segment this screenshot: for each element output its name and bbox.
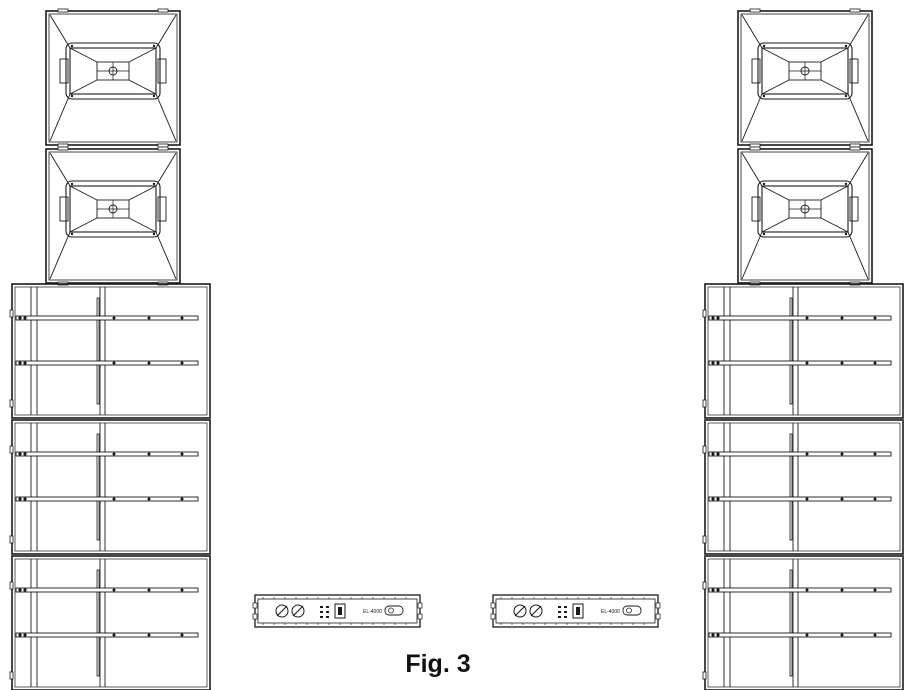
figure-caption: Fig. 3 bbox=[405, 650, 471, 678]
amplifier-1: EL-4000 bbox=[252, 594, 423, 628]
left-speaker-stack bbox=[9, 8, 211, 690]
right-sub-cabinet-1 bbox=[702, 283, 904, 419]
left-sub-cabinet-1 bbox=[9, 283, 211, 419]
right-sub-cabinet-3 bbox=[702, 555, 904, 690]
right-top-cabinet-2 bbox=[737, 146, 873, 286]
right-sub-cabinet-2 bbox=[702, 419, 904, 555]
amplifier-model-label: EL-4000 bbox=[601, 609, 620, 615]
right-speaker-stack bbox=[702, 8, 904, 690]
amplifier-model-label: EL-4000 bbox=[363, 609, 382, 615]
amplifier-2: EL-4000 bbox=[490, 594, 661, 628]
left-top-cabinet-1 bbox=[45, 8, 181, 148]
left-sub-cabinet-2 bbox=[9, 419, 211, 555]
left-top-cabinet-2 bbox=[45, 146, 181, 286]
left-sub-cabinet-3 bbox=[9, 555, 211, 690]
amplifier-group: EL-4000 EL-4000 bbox=[252, 594, 661, 628]
right-top-cabinet-1 bbox=[737, 8, 873, 148]
